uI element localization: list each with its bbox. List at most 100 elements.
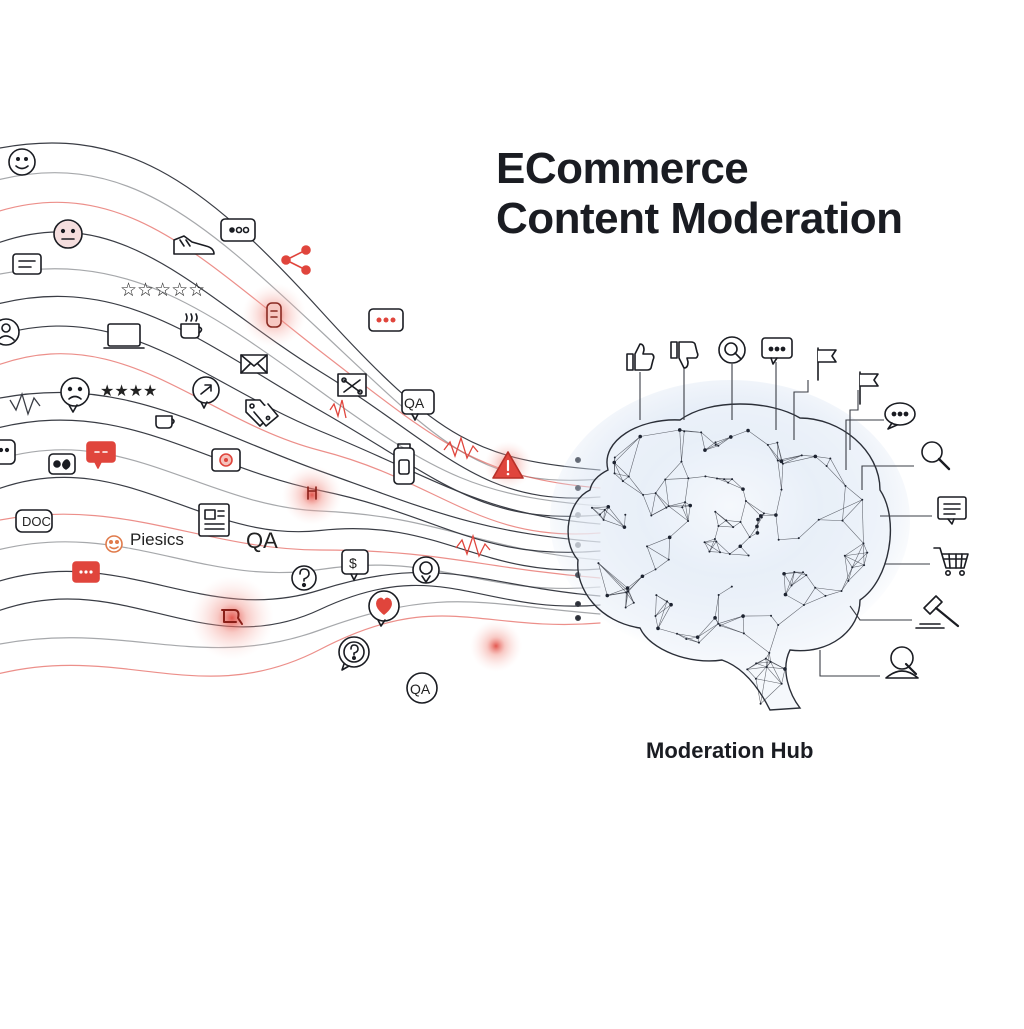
flagged-comment-icon [369,309,403,331]
brain-node [725,519,727,521]
brain-node [696,635,700,639]
stream-node [576,616,581,621]
brain-node [628,475,630,477]
rating-stars: ★★★★ [100,383,157,400]
brain-node [599,513,601,515]
brain-node [604,509,606,511]
report-comment-icon [73,562,99,582]
brain-node [781,683,783,685]
heart-comment-icon [49,454,75,474]
brain-node [782,572,786,576]
brain-node [676,633,678,635]
article-icon [199,504,229,536]
brain-node [844,555,846,557]
brain-node [738,544,742,548]
emoji-icon [106,536,122,552]
brain-node [714,511,716,513]
link-comment-icon [193,377,219,408]
brain-node [665,507,667,509]
brain-node [766,666,768,668]
hub-label: Moderation Hub [646,738,813,764]
brain-node [824,595,826,597]
qa-large-label: QA [246,528,278,553]
brain-node [732,526,734,528]
brain-node [803,604,805,606]
thumbs-up-icon [627,344,654,370]
price-tag-icon [246,400,278,426]
coffee-cup-icon [181,314,202,338]
brain-node [717,445,719,447]
brain-node [844,485,846,487]
brain-node [685,638,687,640]
brain-node [829,457,831,459]
brain-node [669,603,673,607]
user-pin-icon [413,557,439,583]
brain-node [731,478,733,480]
brain-node [741,614,745,618]
brain-node [759,514,763,518]
thumbs-down-icon [671,342,698,368]
brain-node [719,625,721,627]
brain-node [798,537,800,539]
brain-node [633,602,635,604]
emoji-face-icon [0,440,15,464]
doc-label: DOC [22,514,51,529]
brain-node [727,482,729,484]
brain-node [638,435,642,439]
flagged-message-icon [87,442,115,468]
comment-dots-icon [762,338,792,364]
brain-node [655,594,657,596]
brain-node [793,571,795,573]
brain-node [863,564,865,566]
brain-node [760,703,762,705]
brain-node [698,642,700,644]
smile-icon [9,149,35,175]
question-bubble-icon [339,637,369,670]
speech-bubble-icon [885,403,915,429]
document-icon [938,497,966,524]
brain-node [713,616,717,620]
brain-node [646,545,648,547]
brain-node [748,554,750,556]
brain-node [763,512,765,514]
brain-node [655,568,657,570]
brain-node [603,519,605,521]
brain-node [770,661,772,663]
brain-node [862,542,864,544]
brain-node [700,431,702,433]
search-icon [719,337,745,363]
brain-node [715,540,717,542]
brain-node [626,586,630,590]
brain-node [688,504,692,508]
brain-node [740,521,742,523]
flagged-product-icon [267,303,281,327]
brain-node [656,627,660,631]
title-line-1: ECommerce [496,144,903,194]
brain-node [723,478,725,480]
brain-node [708,551,710,553]
brain-node [715,444,717,446]
brain-node [680,461,682,463]
qa-circle-label: QA [410,681,431,697]
neutral-face-icon [54,220,82,248]
laptop-icon [104,324,144,348]
scam-alert-icon [338,374,366,396]
flagged-content-hotspots [190,283,532,672]
brain-node [731,586,733,588]
brain-node [642,494,644,496]
brain-node [818,519,820,521]
brain-node [729,435,733,439]
hotspot [282,465,342,525]
brain-hub [550,380,910,710]
brain-node [755,525,759,529]
outline-stars: ☆☆☆☆☆ [120,280,205,301]
flag-icon [860,372,878,404]
chat-card-icon [13,254,41,274]
brain-node [770,615,772,617]
brain-node [783,667,787,671]
brain-node [650,515,652,517]
share-icon [282,246,310,274]
brain-node [814,587,816,589]
stream-line [0,585,600,626]
